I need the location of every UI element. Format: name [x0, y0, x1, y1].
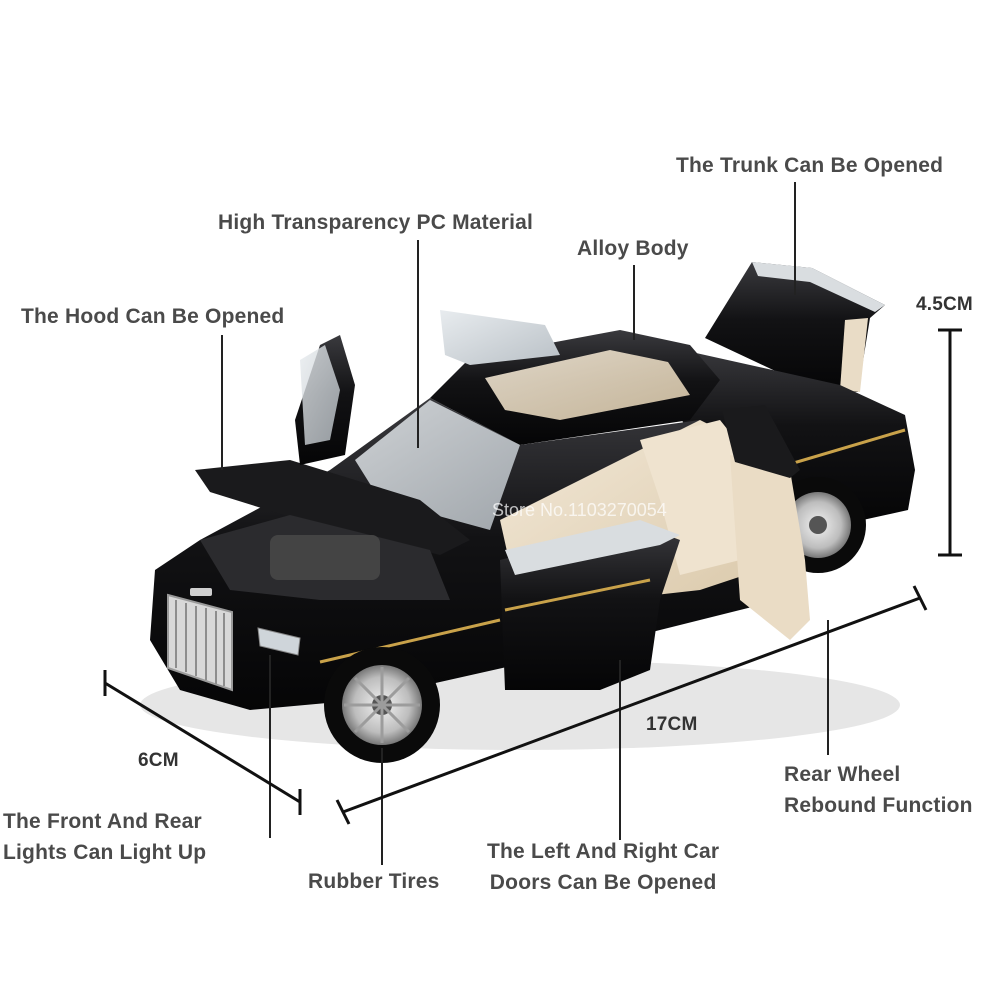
watermark-text: Store No.1103270054	[492, 500, 667, 520]
label-pc-material: High Transparency PC Material	[218, 211, 534, 234]
dimension-width-label: 6CM	[138, 750, 179, 771]
dimension-height-label: 4.5CM	[916, 294, 973, 315]
label-rubber-tires: Rubber Tires	[308, 870, 440, 893]
rear-right-door	[722, 405, 810, 640]
label-alloy-body: Alloy Body	[577, 237, 689, 260]
side-pinstripe	[319, 618, 501, 664]
headlight	[257, 627, 301, 656]
leader-lines	[221, 182, 829, 865]
front-grille	[167, 588, 233, 692]
engine-block	[270, 535, 380, 580]
label-lights-line2: Lights Can Light Up	[3, 841, 207, 864]
label-lights: The Front And Rear Lights Can Light Up	[3, 806, 206, 868]
dimension-length-label: 17CM	[646, 714, 698, 735]
dimension-height	[938, 328, 962, 557]
front-wheel	[324, 647, 440, 763]
label-rebound-line1: Rear Wheel	[784, 763, 901, 786]
label-doors: The Left And Right Car Doors Can Be Open…	[487, 836, 719, 898]
dimension-width	[103, 670, 302, 815]
sunroof-glass	[485, 350, 690, 420]
label-rebound-line2: Rebound Function	[784, 794, 973, 817]
label-trunk: The Trunk Can Be Opened	[676, 154, 944, 177]
rear-left-door	[440, 310, 560, 365]
front-left-door	[295, 335, 355, 465]
label-rebound: Rear Wheel Rebound Function	[784, 759, 973, 821]
dimension-length	[335, 585, 928, 825]
label-hood: The Hood Can Be Opened	[21, 305, 285, 328]
front-right-door	[500, 520, 680, 690]
label-lights-line1: The Front And Rear	[3, 810, 202, 833]
label-doors-line1: The Left And Right Car	[487, 840, 720, 863]
label-doors-line2: Doors Can Be Opened	[489, 871, 717, 894]
trunk-lid	[705, 262, 885, 392]
open-hood	[195, 460, 470, 555]
